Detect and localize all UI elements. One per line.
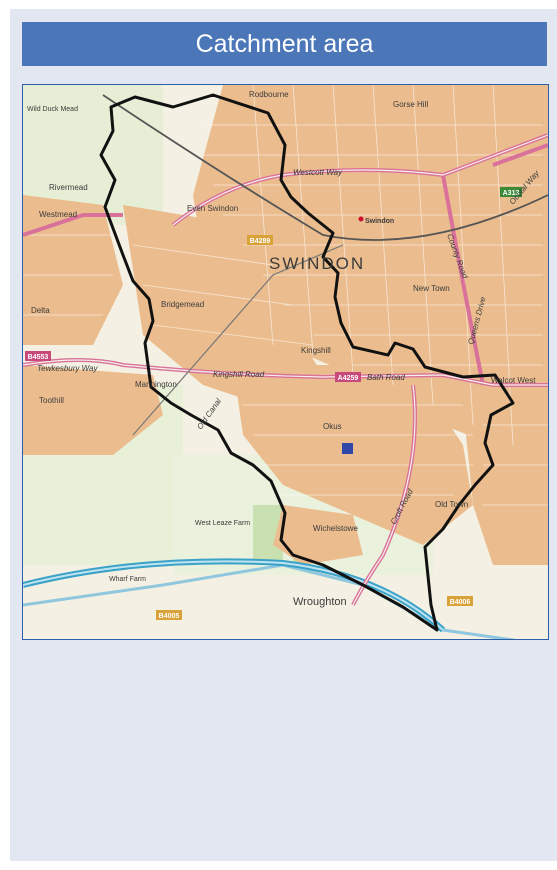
river (23, 563, 517, 639)
kingshill-road-label: Kingshill Road (213, 370, 265, 379)
railway-branch (132, 244, 344, 436)
kingshill-label: Kingshill (301, 346, 331, 355)
mannington-label: Mannington (135, 380, 177, 389)
catchment-map[interactable]: A313 B4289 A4259 B4553 B4005 B4006 Westc… (22, 84, 549, 640)
okus-label: Okus (323, 422, 342, 431)
delta-label: Delta (31, 306, 50, 315)
rivermead-label: Rivermead (49, 183, 88, 192)
bridgemead-label: Bridgemead (161, 300, 204, 309)
catchment-boundary (99, 93, 515, 632)
westcott-way-label: Westcott Way (293, 168, 343, 177)
road-a4259: A4259 (338, 375, 359, 382)
wroughton-label: Wroughton (293, 596, 347, 608)
road-b4005: B4005 (159, 613, 180, 620)
road-a313: A313 (503, 190, 520, 197)
street-grid (23, 85, 548, 506)
wharf-farm-label: Wharf Farm (109, 576, 146, 583)
even-swindon-label: Even Swindon (187, 204, 238, 213)
tewkesbury-way-label: Tewkesbury Way (37, 364, 98, 373)
railway (102, 94, 548, 241)
road-b4006: B4006 (450, 599, 471, 606)
new-town-label: New Town (413, 284, 450, 293)
gorse-hill-label: Gorse Hill (393, 100, 428, 109)
school-marker[interactable] (342, 443, 353, 454)
wichelstowe-label: Wichelstowe (313, 524, 358, 533)
road-b4289: B4289 (250, 238, 271, 245)
swindon-station-label: Swindon (365, 218, 394, 225)
road-shields: A313 B4289 A4259 B4553 B4005 B4006 (25, 187, 522, 620)
place-labels: Rodbourne Gorse Hill Wild Duck Mead Rive… (27, 90, 536, 608)
rodbourne-label: Rodbourne (249, 90, 289, 99)
catchment-area-title: Catchment area (22, 22, 547, 66)
old-town-label: Old Town (435, 500, 468, 509)
map-canvas: A313 B4289 A4259 B4553 B4005 B4006 Westc… (23, 85, 548, 639)
swindon-town-label: SWINDON (269, 254, 365, 273)
westmead-label: Westmead (39, 210, 77, 219)
road-b4553: B4553 (28, 354, 49, 361)
west-leaze-farm-label: West Leaze Farm (195, 520, 250, 527)
walcot-west-label: Walcot West (491, 376, 536, 385)
toothill-label: Toothill (39, 396, 64, 405)
wild-duck-mead-label: Wild Duck Mead (27, 106, 78, 113)
bath-road-label: Bath Road (367, 373, 405, 382)
station-marker (358, 216, 364, 222)
